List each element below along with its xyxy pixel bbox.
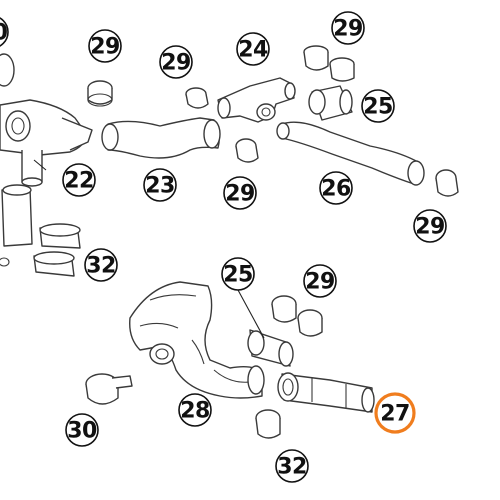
clamp-29-f: [271, 295, 323, 337]
callout-29-b[interactable]: 29: [159, 45, 193, 79]
callout-29-c[interactable]: 29: [331, 11, 365, 45]
svg-text:23: 23: [145, 174, 175, 199]
clamp-29-a: [87, 80, 113, 107]
part-32-sleeves-left: [0, 184, 81, 277]
svg-text:30: 30: [67, 419, 97, 444]
callout-28[interactable]: 28: [178, 393, 212, 427]
svg-text:29: 29: [225, 182, 255, 207]
clamp-29-e: [435, 169, 459, 197]
clamp-29-c: [303, 45, 355, 82]
svg-text:26: 26: [321, 177, 351, 202]
callout-24[interactable]: 24: [236, 32, 270, 66]
svg-text:24: 24: [238, 38, 268, 63]
svg-text:29: 29: [333, 17, 363, 42]
svg-text:27: 27: [380, 402, 410, 427]
part-32-sleeve-lower: [255, 409, 281, 439]
svg-text:29: 29: [161, 51, 191, 76]
part-28-hose: [129, 281, 265, 399]
svg-text:25: 25: [223, 263, 253, 288]
callout-25-b[interactable]: 25: [221, 257, 255, 291]
clamp-29-d: [235, 138, 259, 163]
part-30-clamp: [85, 373, 133, 405]
part-24-t-connector: [217, 77, 296, 123]
callout-26[interactable]: 26: [319, 171, 353, 205]
svg-text:22: 22: [64, 169, 94, 194]
svg-text:32: 32: [277, 455, 307, 480]
part-25-sleeve-upper: [308, 85, 353, 121]
part-22-assembly: [0, 53, 93, 187]
callout-29-f[interactable]: 29: [303, 264, 337, 298]
callout-32-a[interactable]: 32: [84, 248, 118, 282]
part-26-hose: [276, 121, 425, 186]
callout-29-a[interactable]: 29: [88, 29, 122, 63]
callout-partial-left[interactable]: 0: [0, 16, 9, 48]
callout-23[interactable]: 23: [143, 168, 177, 202]
part-25-sleeve-lower: [247, 329, 294, 367]
svg-text:29: 29: [90, 35, 120, 60]
callout-29-e[interactable]: 29: [413, 209, 447, 243]
svg-text:25: 25: [363, 95, 393, 120]
callout-22[interactable]: 22: [62, 163, 96, 197]
svg-text:29: 29: [415, 215, 445, 240]
callout-32-b[interactable]: 32: [275, 449, 309, 483]
callout-27[interactable]: 27: [374, 392, 416, 434]
callout-29-d[interactable]: 29: [223, 176, 257, 210]
svg-text:28: 28: [180, 399, 210, 424]
clamp-29-b: [185, 87, 209, 109]
part-27-tube: [277, 372, 375, 413]
leader-lines: [33, 159, 265, 339]
svg-text:32: 32: [86, 254, 116, 279]
callout-30[interactable]: 30: [65, 413, 99, 447]
svg-text:29: 29: [305, 270, 335, 295]
part-23-hose: [101, 117, 221, 159]
svg-text:0: 0: [0, 21, 8, 46]
callout-25-a[interactable]: 25: [361, 89, 395, 123]
